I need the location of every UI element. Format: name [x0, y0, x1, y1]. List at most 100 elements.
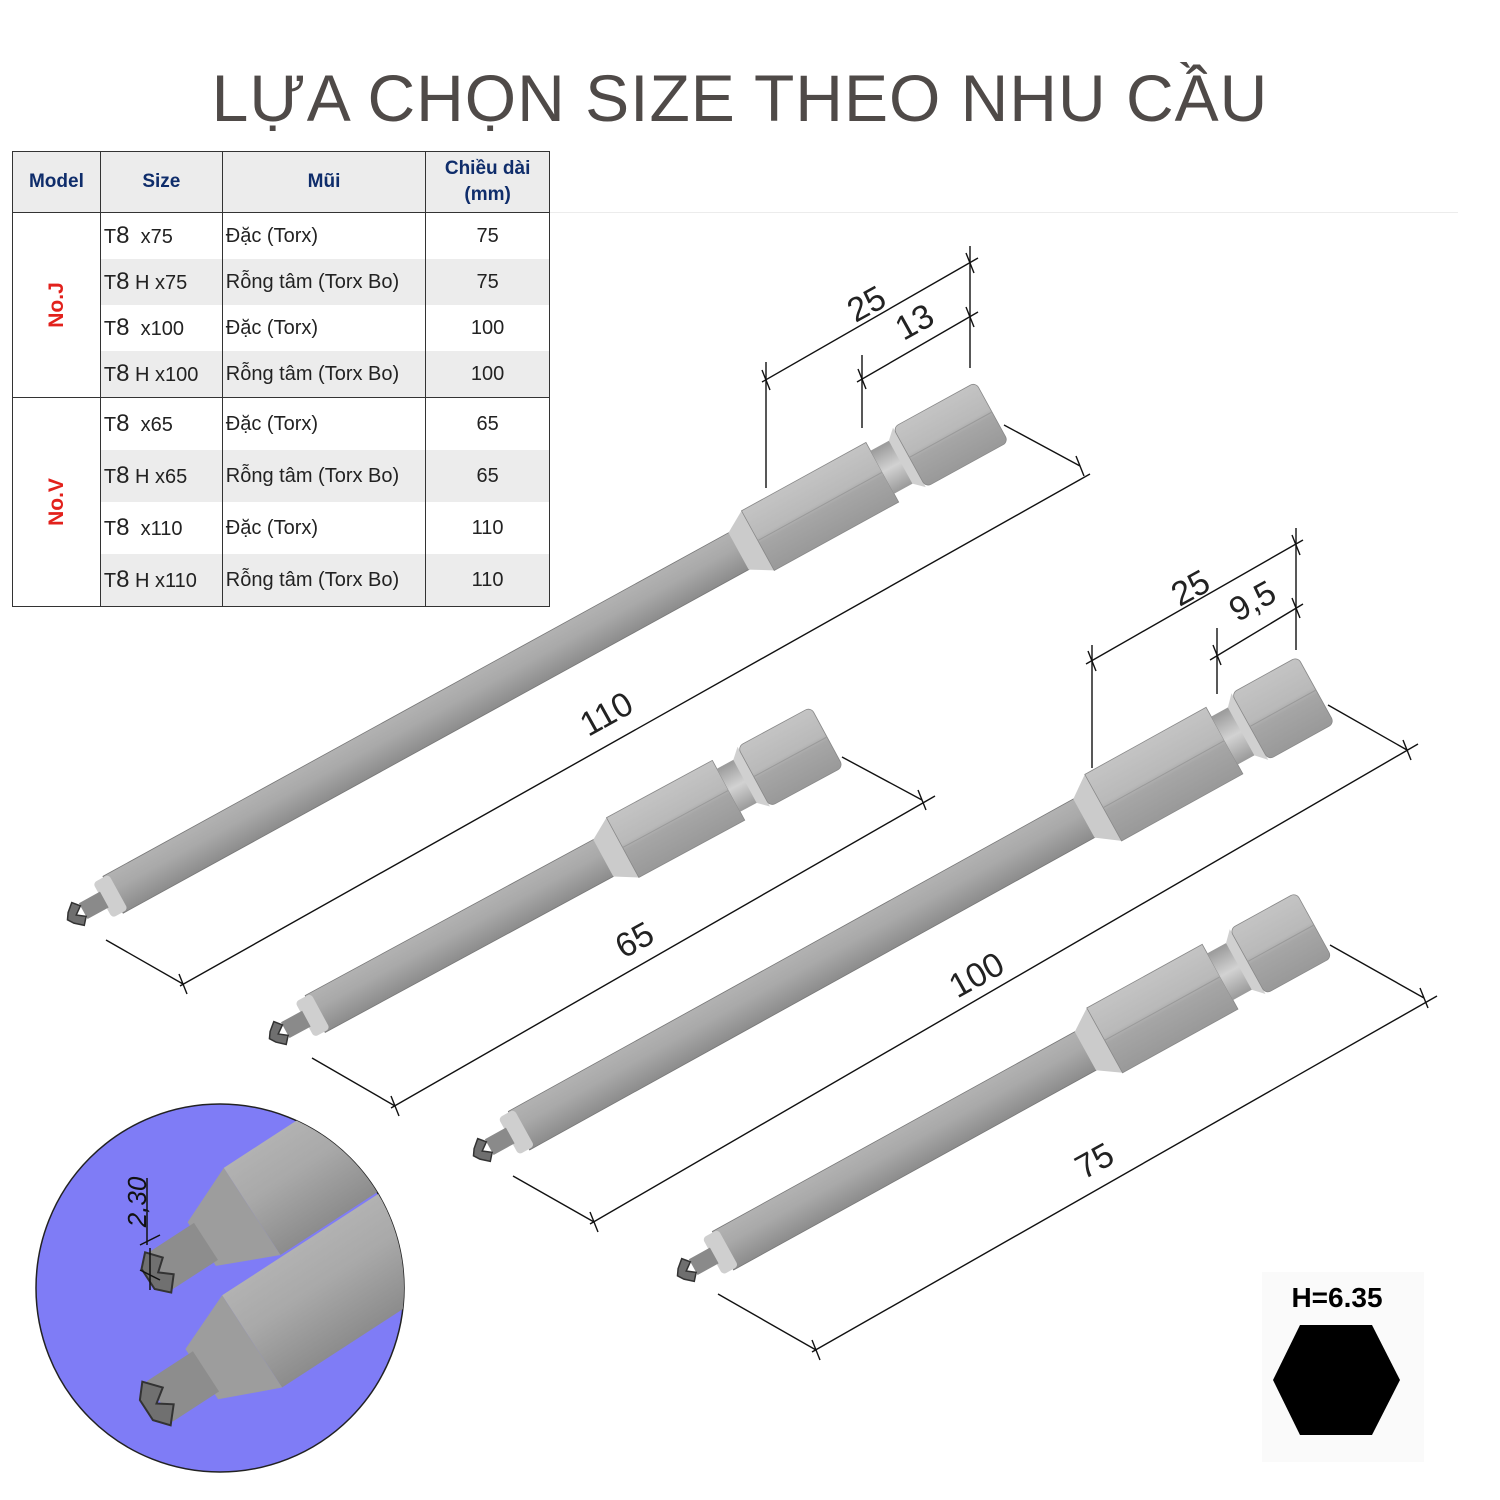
dimension-lines — [105, 246, 1438, 1361]
detail-bit-lower — [138, 1131, 404, 1427]
size-suffix: x100 — [129, 318, 184, 340]
length-tick — [1419, 987, 1429, 1009]
length-dimension-line — [179, 473, 1091, 987]
hexagon-icon — [1273, 1325, 1400, 1435]
tip-cell: Rỗng tâm (Torx Bo) — [221, 259, 427, 305]
length-cell: 65 — [425, 397, 550, 450]
extension-line — [1329, 944, 1425, 999]
bit-100 — [472, 658, 1333, 1163]
size-cell: T8 x110 — [99, 502, 223, 554]
bit-65 — [268, 708, 842, 1046]
size-cell: T8 H x100 — [99, 351, 223, 398]
tip-tick — [857, 368, 867, 390]
extension-line — [717, 1293, 817, 1351]
length-label-110: 110 — [574, 685, 640, 745]
size-cell: T8 H x110 — [99, 554, 223, 607]
tip-cell: Đặc (Torx) — [221, 212, 427, 259]
size-prefix: T — [103, 466, 117, 488]
extension-line — [105, 939, 184, 985]
page-title: LỰA CHỌN SIZE THEO NHU CẦU — [211, 61, 1269, 135]
size-number: 8 — [116, 268, 130, 295]
extension-line — [311, 1057, 396, 1107]
size-suffix: x110 — [129, 518, 183, 540]
size-cell: T8 x100 — [99, 305, 223, 351]
extension-line — [1003, 424, 1081, 467]
hex-tick — [761, 369, 771, 391]
length-tick — [589, 1211, 599, 1233]
length-tick — [917, 789, 927, 811]
tip-cell: Đặc (Torx) — [221, 397, 427, 450]
size-suffix: H x100 — [129, 364, 199, 386]
size-cell: T8 H x75 — [99, 259, 223, 305]
extension-line — [841, 756, 923, 801]
bits-layer — [66, 383, 1333, 1283]
hex-tick — [1291, 534, 1301, 556]
length-cell: 100 — [425, 351, 550, 398]
tip-cell: Rỗng tâm (Torx Bo) — [221, 351, 427, 398]
size-suffix: x75 — [129, 226, 173, 248]
header-size: Size — [99, 151, 223, 213]
length-tick — [1075, 455, 1085, 477]
bit-75 — [676, 894, 1331, 1283]
tip-tick — [965, 306, 975, 328]
size-number: 8 — [116, 314, 130, 341]
tip-diameter-label: 2,30 — [122, 1176, 152, 1228]
length-label-75: 75 — [1069, 1136, 1121, 1188]
size-prefix: T — [103, 518, 117, 540]
length-cell: 110 — [425, 554, 550, 607]
size-number: 8 — [116, 222, 130, 249]
model-cell: No.V — [12, 397, 101, 607]
size-prefix: T — [103, 318, 117, 340]
length-tick — [1402, 739, 1412, 761]
size-prefix: T — [103, 364, 117, 386]
hex-length-label: 25 — [841, 279, 893, 331]
length-tick — [811, 1339, 821, 1361]
bit-110 — [66, 383, 1007, 927]
size-cell: T8 x75 — [99, 212, 223, 259]
tip-cell: Đặc (Torx) — [221, 305, 427, 351]
header-length: Chiều dài (mm) — [425, 151, 550, 213]
size-number: 8 — [116, 514, 130, 541]
length-dimension-line — [811, 995, 1438, 1353]
length-cell: 65 — [425, 450, 550, 502]
tip-cell: Rỗng tâm (Torx Bo) — [221, 554, 427, 607]
hex-tick — [1087, 650, 1097, 672]
hex-tick — [965, 252, 975, 274]
size-suffix: H x65 — [129, 466, 188, 488]
tip-detail-circle: 2,30 — [35, 1103, 405, 1473]
extension-line — [1327, 704, 1408, 751]
size-number: 8 — [116, 410, 130, 437]
header-tip: Mũi — [221, 151, 427, 213]
header-model: Model — [12, 151, 101, 213]
tip-cell: Rỗng tâm (Torx Bo) — [221, 450, 427, 502]
size-suffix: H x110 — [129, 570, 197, 592]
tip-tick — [1212, 644, 1222, 666]
length-dimension-line — [589, 743, 1419, 1225]
size-cell: T8 x65 — [99, 397, 223, 450]
length-cell: 75 — [425, 212, 550, 259]
length-cell: 110 — [425, 502, 550, 554]
size-prefix: T — [103, 570, 117, 592]
extension-line — [512, 1175, 595, 1223]
size-cell: T8 H x65 — [99, 450, 223, 502]
size-suffix: H x75 — [129, 272, 188, 294]
hex-dimension-line — [761, 257, 979, 383]
hex-size-label: H=6.35 — [1291, 1282, 1383, 1313]
hex-length-label: 25 — [1165, 563, 1217, 615]
size-suffix: x65 — [129, 414, 173, 436]
size-number: 8 — [116, 462, 130, 489]
length-dimension-line — [390, 795, 936, 1109]
tip-cell: Đặc (Torx) — [221, 502, 427, 554]
size-prefix: T — [103, 414, 117, 436]
length-tick — [390, 1095, 400, 1117]
size-prefix: T — [103, 272, 117, 294]
size-number: 8 — [116, 566, 130, 593]
hex-profile — [1262, 1272, 1424, 1462]
size-number: 8 — [116, 360, 130, 387]
